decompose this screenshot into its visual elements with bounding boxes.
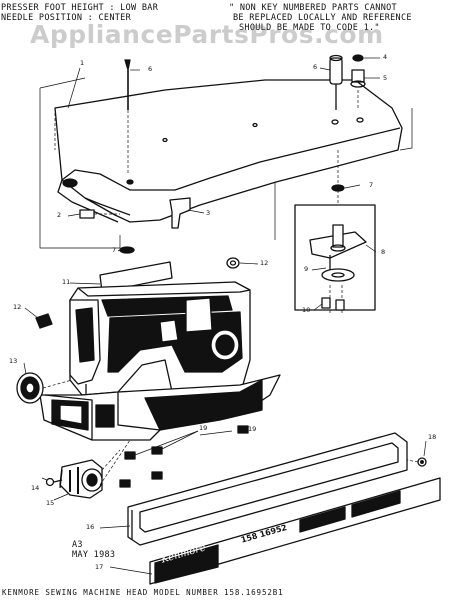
callout-12a: 12 [13,303,22,311]
callout-2: 2 [57,211,62,219]
header-left-line-2: NEEDLE POSITION : CENTER [1,13,132,23]
nut-12-right [226,257,240,269]
callout-19b: 19 [248,425,257,433]
knob-12-left [35,313,53,329]
callout-10: 10 [302,306,311,314]
callout-15: 15 [46,499,55,507]
header-right-line-3: SHOULD BE MADE TO CODE 1." [239,23,380,33]
nameplate-17 [149,477,441,585]
screw-6-right [329,54,343,110]
callout-5: 5 [383,74,388,82]
callout-1: 1 [80,59,85,67]
top-cover-plate [39,77,413,249]
callout-19a: 19 [199,424,208,432]
knob-4-5 [350,54,366,108]
callout-16: 16 [86,523,95,531]
knob-15 [59,439,131,499]
callout-7a: 7 [112,246,117,254]
callout-9: 9 [304,265,309,273]
callout-7b: 7 [369,181,374,189]
callout-8: 8 [381,248,386,256]
grommet-7-right [331,150,345,205]
header-right-line-2: BE REPLACED LOCALLY AND REFERENCE [233,13,412,23]
machine-head [39,281,281,441]
watermark: AppliancePartsPros.com [30,20,384,49]
callout-13: 13 [9,357,18,365]
callout-12b: 12 [260,259,269,267]
screw-6-left [124,59,131,175]
header-right-line-1: " NON KEY NUMBERED PARTS CANNOT [229,3,397,13]
footer-caption: KENMORE SEWING MACHINE HEAD MODEL NUMBER… [2,588,284,597]
callout-4: 4 [383,53,388,61]
bracket-3 [169,197,191,229]
callout-11: 11 [62,278,71,286]
callout-6b: 6 [313,63,318,71]
caps-19 [119,425,249,488]
callout-3: 3 [206,209,211,217]
faceplate-16 [127,432,408,546]
screw-14 [45,477,63,487]
callout-18: 18 [428,433,437,441]
part-11-strip [99,261,173,293]
grommet-7-left [119,246,135,254]
callout-6a: 6 [148,65,153,73]
assembly-8 [294,204,376,315]
screw-18 [406,457,427,467]
callout-14: 14 [31,484,40,492]
header-left-line-1: PRESSER FOOT HEIGHT : LOW BAR [1,3,159,13]
footer-date: MAY 1983 [72,550,116,560]
leader-lines [23,57,427,575]
footer-code: A3 [72,540,83,550]
dial-13 [16,372,73,404]
callout-17: 17 [95,563,104,571]
